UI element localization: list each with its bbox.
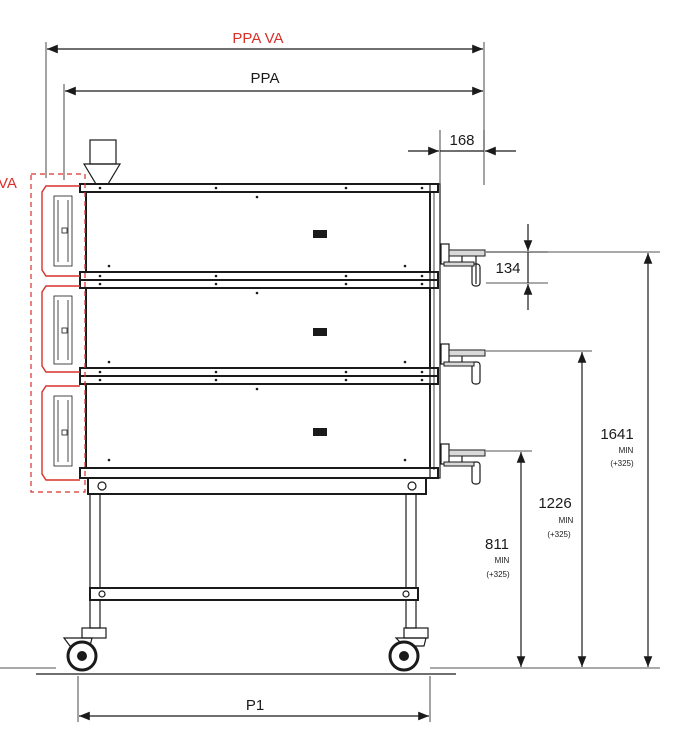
- side-connection-1: [440, 243, 486, 287]
- dimension-134: 134: [486, 224, 548, 310]
- deck-1: [85, 191, 431, 273]
- control-panel-2: [41, 285, 80, 373]
- dimension-p1: P1: [77, 676, 431, 722]
- chimney-hood: [82, 163, 122, 185]
- control-panel-3: [41, 385, 80, 481]
- stand-leg-left: [89, 493, 101, 629]
- wheel-right: [388, 627, 429, 672]
- dimension-ppa-va: PPA VA: [45, 30, 485, 185]
- ppa-label: PPA: [251, 70, 280, 87]
- height-middle-extra: (+325): [547, 530, 571, 539]
- height-bottom-extra: (+325): [486, 570, 510, 579]
- va-label: VA: [0, 175, 17, 192]
- va-outline: [30, 173, 86, 493]
- height-bottom-min: MIN: [495, 556, 510, 565]
- stand: [87, 477, 427, 629]
- ppa-va-label: PPA VA: [232, 30, 283, 47]
- dimension-1226: 1226 MIN (+325): [486, 350, 592, 667]
- wheel-left: [62, 627, 107, 672]
- side-connection-3: [440, 443, 486, 485]
- floor: [0, 667, 660, 675]
- height-middle-min: MIN: [559, 516, 574, 525]
- p1-label: P1: [246, 697, 264, 714]
- control-panel-1: [41, 185, 80, 277]
- dimension-ppa: PPA: [63, 70, 483, 180]
- deck-3: [85, 383, 431, 469]
- oven-body: [79, 139, 441, 479]
- deck-3-handle: [313, 428, 327, 436]
- side-connection-2: [440, 343, 486, 385]
- height-top-label: 1641: [600, 426, 633, 443]
- height-top-min: MIN: [619, 446, 634, 455]
- height-top-extra: (+325): [610, 459, 634, 468]
- deck-gap-label: 134: [495, 260, 520, 277]
- side-offset-label: 168: [449, 132, 474, 149]
- dimension-168: 168: [408, 130, 516, 185]
- chimney: [89, 139, 117, 165]
- stand-lower-shelf: [89, 587, 419, 601]
- deck-2-handle: [313, 328, 327, 336]
- deck-2: [85, 287, 431, 369]
- dimension-811: 811 MIN (+325): [485, 450, 532, 667]
- deck-1-handle: [313, 230, 327, 238]
- control-panels: VA: [0, 173, 86, 493]
- dimension-1641: 1641 MIN (+325): [486, 251, 660, 667]
- stand-leg-right: [405, 493, 417, 629]
- height-middle-label: 1226: [538, 495, 571, 512]
- height-bottom-label: 811: [485, 536, 509, 553]
- stand-top-rail: [87, 477, 427, 495]
